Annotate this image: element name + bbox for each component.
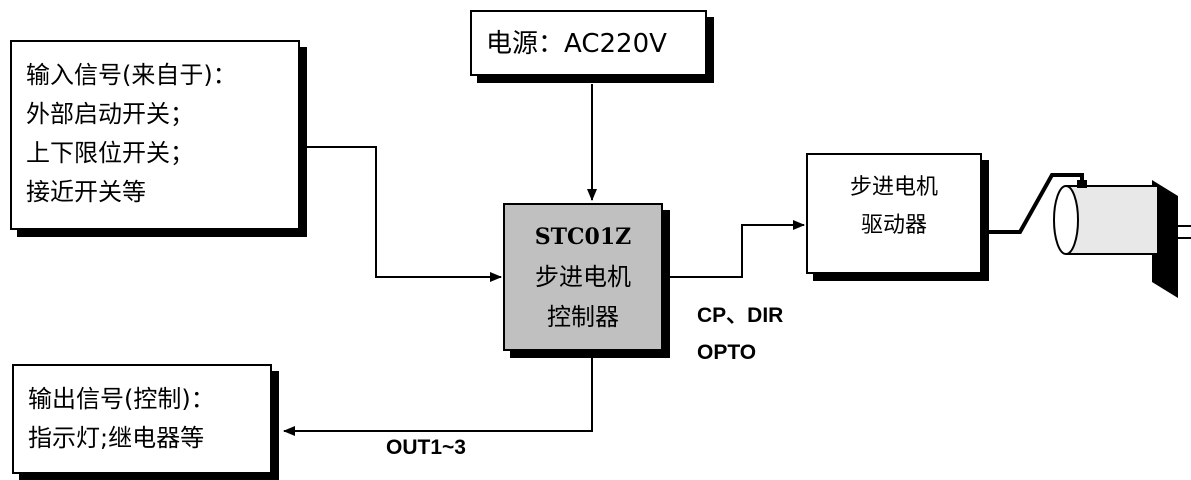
controller-label-line1: 步进电机	[535, 263, 631, 291]
power-supply-box: 电源：AC220V	[470, 10, 707, 76]
driver-label-line2: 驱动器	[860, 213, 927, 238]
input-signal-box: 输入信号(来自于)： 外部启动开关； 上下限位开关； 接近开关等	[10, 40, 300, 230]
out-signal-label: OUT1~3	[386, 436, 466, 459]
output-indicator-relay: 指示灯;继电器等	[28, 424, 205, 452]
power-label: 电源：AC220V	[486, 29, 667, 59]
input-to-controller-arrow	[307, 146, 502, 282]
controller-label-line2: 控制器	[547, 303, 619, 331]
opto-signal-label: OPTO	[697, 341, 757, 364]
controller-box: STC01Z 步进电机 控制器	[503, 203, 663, 351]
controller-model: STC01Z	[534, 224, 632, 250]
driver-box: 步进电机 驱动器	[806, 153, 982, 274]
cp-dir-signal-label: CP、DIR	[697, 304, 784, 327]
input-proximity-switch: 接近开关等	[26, 178, 146, 206]
input-limit-switch: 上下限位开关；	[26, 139, 194, 167]
driver-to-motor-cable	[989, 173, 1084, 234]
controller-to-output-arrow	[283, 358, 593, 436]
controller-to-driver-arrow	[670, 220, 805, 278]
output-signal-title: 输出信号(控制)：	[28, 385, 215, 413]
stepper-motor-icon	[1053, 180, 1191, 298]
input-signal-title: 输入信号(来自于)：	[26, 61, 237, 89]
output-signal-box: 输出信号(控制)： 指示灯;继电器等	[12, 364, 272, 474]
driver-label-line1: 步进电机	[849, 175, 938, 200]
input-external-start-switch: 外部启动开关；	[26, 100, 194, 128]
